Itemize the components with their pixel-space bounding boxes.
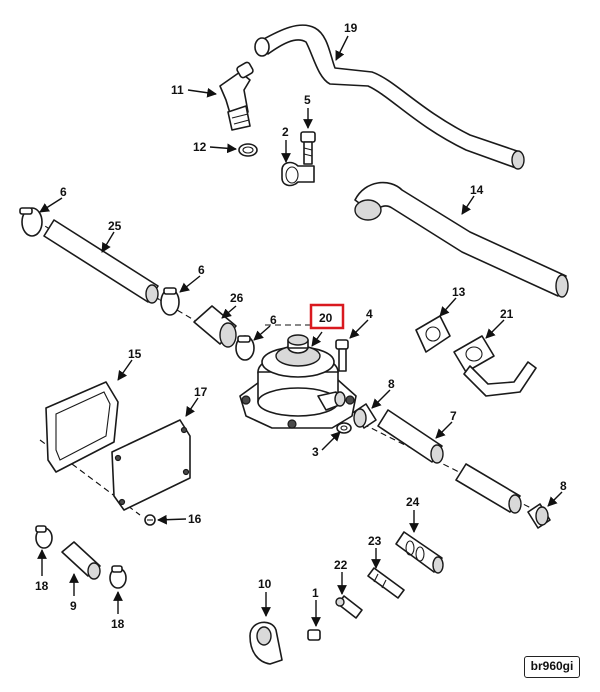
part-17-cover-plate — [111, 419, 191, 511]
part-19-hose — [254, 24, 525, 170]
part-6-clamp-left — [19, 207, 43, 237]
part-7-tube-lower — [455, 463, 522, 514]
part-23-fitting — [367, 567, 405, 599]
callout-18-right: 18 — [111, 617, 125, 631]
part-11-fitting — [219, 61, 254, 131]
leader-lines — [37, 35, 563, 627]
part-25-tube — [43, 219, 159, 304]
part-18-clamp-upper — [35, 525, 53, 549]
part-10-bracket — [249, 621, 283, 665]
callout-1: 1 — [312, 586, 319, 600]
callout-26: 26 — [230, 291, 244, 305]
highlight-box-20 — [309, 303, 345, 330]
callout-22: 22 — [334, 558, 348, 572]
part-14-hose — [354, 181, 569, 298]
callout-6-right: 6 — [270, 313, 277, 327]
part-4-bolt — [335, 339, 349, 372]
part-5-bolt — [300, 131, 316, 165]
part-26-coupling — [193, 305, 237, 348]
callout-2: 2 — [282, 125, 289, 139]
callout-25: 25 — [108, 219, 122, 233]
part-12-o-ring — [238, 143, 258, 157]
callout-8-lower: 8 — [560, 479, 567, 493]
callout-13: 13 — [452, 285, 466, 299]
callout-17: 17 — [194, 385, 208, 399]
callout-20: 20 — [319, 311, 333, 325]
callout-10: 10 — [258, 577, 272, 591]
callout-21: 21 — [500, 307, 514, 321]
callout-24: 24 — [406, 495, 420, 509]
part-1-nut — [307, 629, 321, 641]
part-8-sleeve-lower — [527, 503, 551, 529]
part-22-fitting — [335, 595, 363, 619]
part-16-screw — [144, 514, 156, 526]
callout-5: 5 — [304, 93, 311, 107]
callout-3: 3 — [312, 445, 319, 459]
part-20-pump-assembly — [239, 334, 357, 429]
part-9-tube — [61, 541, 101, 580]
callout-19: 19 — [344, 21, 358, 35]
callout-15: 15 — [128, 347, 142, 361]
callout-23: 23 — [368, 534, 382, 548]
reference-code-label: br960gi — [524, 656, 580, 678]
callout-9: 9 — [70, 599, 77, 613]
callout-4: 4 — [366, 307, 373, 321]
callout-14: 14 — [470, 183, 484, 197]
callout-8-upper: 8 — [388, 377, 395, 391]
part-3-washer — [336, 422, 352, 434]
part-6-clamp-right — [235, 335, 255, 361]
part-13-gasket — [415, 315, 451, 353]
part-18-clamp-lower — [109, 565, 127, 589]
callout-6-middle: 6 — [198, 263, 205, 277]
callout-16: 16 — [188, 512, 202, 526]
callout-12: 12 — [193, 140, 207, 154]
callout-7: 7 — [450, 409, 457, 423]
part-15-gasket — [45, 381, 119, 473]
part-8-sleeve-upper — [353, 403, 377, 429]
part-2-clamp-bracket — [281, 161, 315, 187]
callout-labels: 19 11 12 5 2 14 6 25 6 26 6 20 4 13 21 8… — [35, 21, 567, 631]
part-7-tube-upper — [377, 409, 444, 464]
callout-6-left: 6 — [60, 185, 67, 199]
callout-11: 11 — [171, 83, 184, 97]
part-21-flanged-tube — [453, 335, 537, 397]
part-24-connector — [395, 531, 444, 574]
callout-18-left: 18 — [35, 579, 49, 593]
part-6-clamp-middle — [160, 287, 180, 316]
